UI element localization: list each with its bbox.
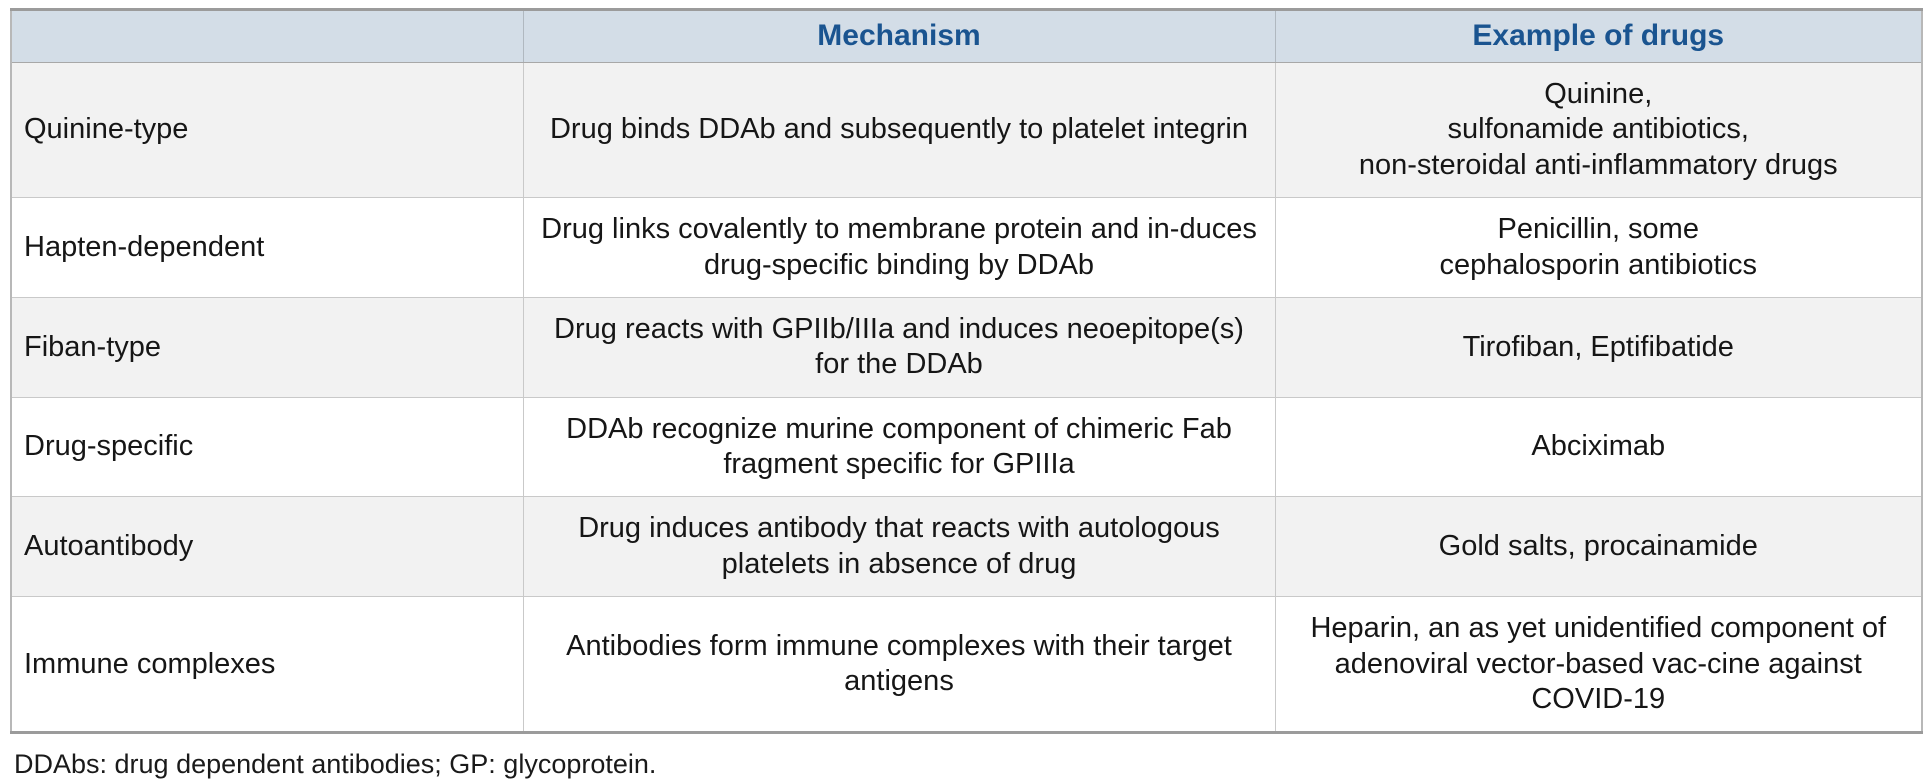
cell-type: Autoantibody — [11, 496, 524, 598]
cell-drugs: Quinine,sulfonamide antibiotics,non-ster… — [1275, 62, 1922, 199]
mechanisms-table: Mechanism Example of drugs Quinine-type … — [10, 8, 1923, 735]
cell-type: Quinine-type — [11, 62, 524, 199]
header-row: Mechanism Example of drugs — [11, 9, 1922, 63]
cell-drugs: Tirofiban, Eptifibatide — [1275, 297, 1922, 398]
cell-type: Fiban-type — [11, 297, 524, 398]
cell-drugs: Abciximab — [1275, 397, 1922, 498]
cell-mechanism: Drug links covalently to membrane protei… — [523, 197, 1276, 298]
cell-type: Drug-specific — [11, 397, 524, 498]
cell-mechanism: Drug binds DDAb and subsequently to plat… — [523, 62, 1276, 199]
table-footnote: DDAbs: drug dependent antibodies; GP: gl… — [14, 749, 657, 780]
table-body: Quinine-type Drug binds DDAb and subsequ… — [11, 62, 1922, 733]
cell-drugs: Heparin, an as yet unidentified componen… — [1275, 596, 1922, 733]
column-header-mechanism: Mechanism — [523, 9, 1276, 63]
cell-type: Immune complexes — [11, 596, 524, 733]
column-header-type — [11, 9, 524, 63]
table-row: Quinine-type Drug binds DDAb and subsequ… — [11, 62, 1922, 199]
table-header: Mechanism Example of drugs — [11, 9, 1922, 63]
table-row: Hapten-dependent Drug links covalently t… — [11, 197, 1922, 298]
cell-mechanism: Antibodies form immune complexes with th… — [523, 596, 1276, 733]
table-row: Fiban-type Drug reacts with GPIIb/IIIa a… — [11, 297, 1922, 398]
column-header-drugs: Example of drugs — [1275, 9, 1922, 63]
cell-mechanism: Drug reacts with GPIIb/IIIa and induces … — [523, 297, 1276, 398]
table-row: Drug-specific DDAb recognize murine comp… — [11, 397, 1922, 498]
cell-drugs: Gold salts, procainamide — [1275, 496, 1922, 598]
cell-mechanism: DDAb recognize murine component of chime… — [523, 397, 1276, 498]
cell-type: Hapten-dependent — [11, 197, 524, 298]
table-row: Immune complexes Antibodies form immune … — [11, 596, 1922, 733]
cell-mechanism: Drug induces antibody that reacts with a… — [523, 496, 1276, 598]
table-row: Autoantibody Drug induces antibody that … — [11, 496, 1922, 598]
